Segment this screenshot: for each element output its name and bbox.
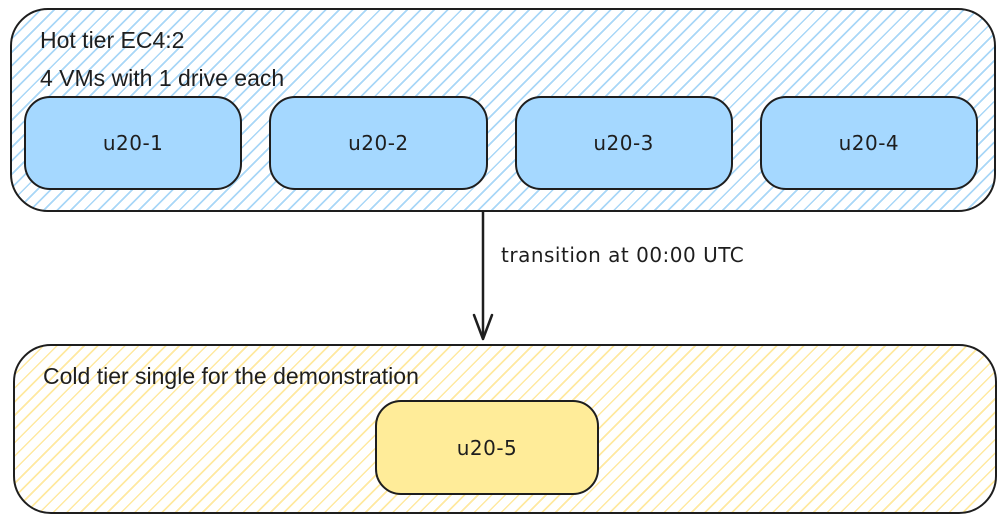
vm-node-u20-4: u20-4 [759,96,978,190]
cold-tier-container: Cold tier single for the demonstration u… [13,344,997,514]
hot-tier-title-line1: Hot tier EC4:2 [40,27,185,53]
hot-tier-vm-row: u20-1 u20-2 u20-3 u20-4 [24,96,978,190]
vm-node-u20-5: u20-5 [375,400,599,495]
cold-tier-title: Cold tier single for the demonstration [43,363,419,389]
vm-label: u20-5 [456,435,518,460]
vm-node-u20-2: u20-2 [269,96,488,190]
transition-arrow [470,209,496,343]
down-arrow-icon [472,209,494,341]
vm-label: u20-1 [102,131,164,155]
vm-node-u20-1: u20-1 [24,96,243,190]
vm-node-u20-3: u20-3 [514,96,733,190]
transition-label: transition at 00:00 UTC [501,243,745,267]
hot-tier-container: Hot tier EC4:2 4 VMs with 1 drive each u… [10,8,996,212]
hot-tier-title-line2: 4 VMs with 1 drive each [40,65,285,91]
hot-tier-title: Hot tier EC4:2 4 VMs with 1 drive each [40,21,284,97]
vm-label: u20-2 [348,131,409,155]
vm-label: u20-3 [593,131,654,155]
vm-label: u20-4 [838,131,900,155]
